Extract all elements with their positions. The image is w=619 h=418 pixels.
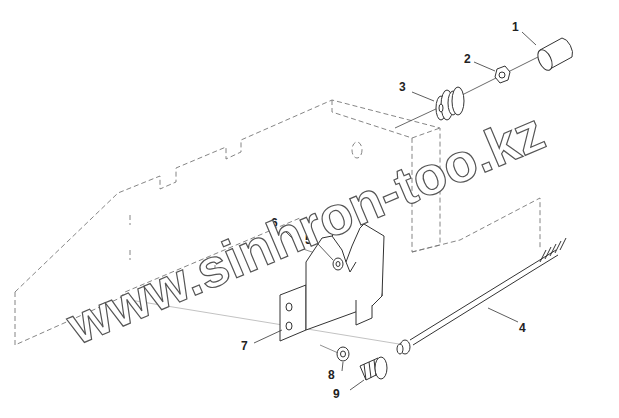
callout-number: 3 xyxy=(399,81,406,93)
cap xyxy=(535,38,573,73)
callout-number: 1 xyxy=(512,21,519,33)
callout-number: 9 xyxy=(333,388,340,400)
washer xyxy=(337,347,349,361)
nut xyxy=(495,66,510,83)
grommet xyxy=(436,87,464,120)
callout-number: 7 xyxy=(241,340,248,352)
washer-small xyxy=(333,258,343,270)
callout-number: 8 xyxy=(328,369,335,381)
bolt xyxy=(360,357,387,380)
callout-number: 2 xyxy=(464,53,471,65)
callout-number: 4 xyxy=(519,322,526,334)
rod xyxy=(397,238,566,354)
